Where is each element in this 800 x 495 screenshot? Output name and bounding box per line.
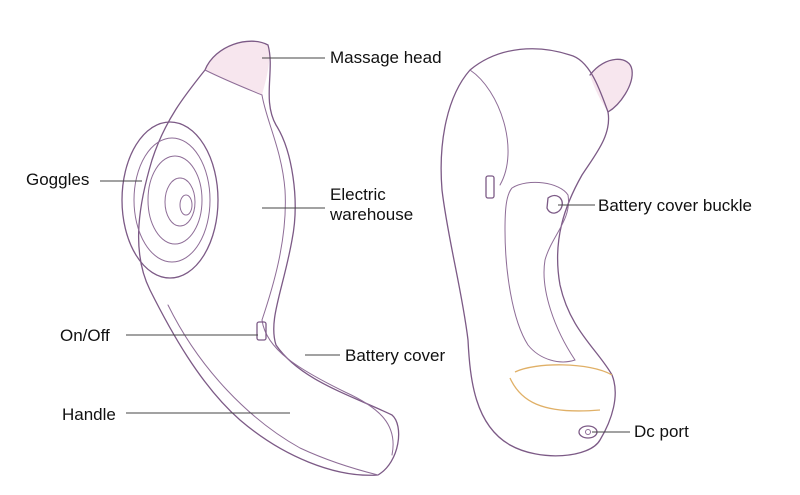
goggles-ring-outer [121, 121, 219, 279]
label-battery-cover: Battery cover [345, 346, 446, 365]
label-handle: Handle [62, 405, 116, 424]
dc-port-pin [585, 429, 591, 435]
label-electric-warehouse-line2: warehouse [330, 205, 414, 224]
rear-body-outline [440, 48, 616, 457]
on-off-switch-shape [256, 321, 267, 341]
rear-body-seam [469, 69, 509, 186]
battery-cover-buckle-shape [546, 194, 563, 214]
rear-side-switch [485, 175, 495, 199]
leader-lines [100, 57, 630, 433]
label-electric-warehouse-line1: Electric [330, 185, 386, 204]
electric-warehouse-contour [261, 94, 286, 321]
rear-handle-cutout [504, 181, 576, 363]
goggles-ring-2 [133, 137, 211, 263]
front-body-outline [137, 40, 400, 476]
label-battery-cover-buckle: Battery cover buckle [598, 196, 753, 215]
battery-cover-contour [261, 319, 394, 456]
goggles-ring-4 [164, 177, 196, 227]
rear-view-device [440, 48, 633, 457]
label-goggles: Goggles [26, 170, 90, 189]
label-on-off: On/Off [60, 326, 110, 345]
label-dc-port: Dc port [634, 422, 689, 441]
rear-bottom-cap-trim [514, 364, 613, 376]
handle-inner-contour [167, 304, 379, 476]
rear-bottom-cap-trim-2 [509, 377, 601, 412]
label-electric-warehouse: Electric warehouse [330, 185, 413, 225]
front-view-device [121, 40, 400, 476]
rear-massage-head-outline [589, 58, 633, 113]
goggles-center [179, 194, 193, 216]
massage-head-seam [204, 69, 263, 96]
label-massage-head: Massage head [330, 48, 442, 67]
massage-head-fill [205, 41, 270, 95]
goggles-ring-3 [147, 155, 203, 245]
